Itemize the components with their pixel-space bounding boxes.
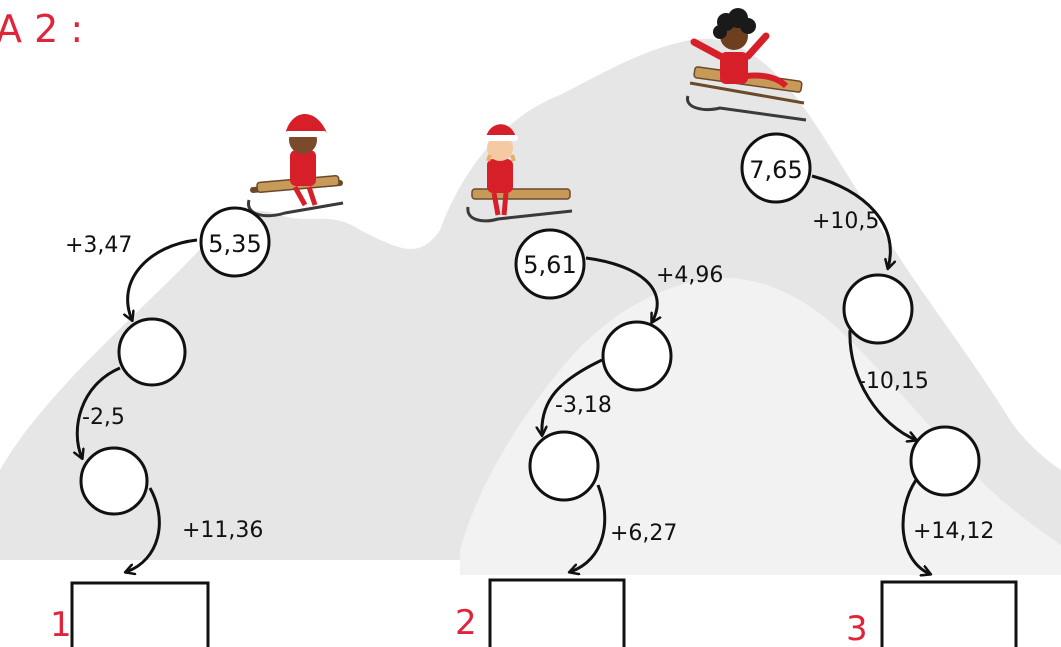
answer-circle[interactable] xyxy=(79,446,149,516)
start-circle xyxy=(199,206,271,278)
operation-label: +14,12 xyxy=(913,519,994,544)
answer-circle[interactable] xyxy=(909,425,981,497)
operation-label: -10,15 xyxy=(858,369,929,394)
start-value: 7,65 xyxy=(749,156,802,184)
answer-circle[interactable] xyxy=(528,430,600,502)
operation-label: -3,18 xyxy=(555,393,612,418)
operation-label: +6,27 xyxy=(610,521,677,546)
chain-3: 7,65 +10,5 -10,15 +14,12 3 xyxy=(686,8,1018,647)
result-number: 3 xyxy=(846,609,868,647)
answer-circle[interactable] xyxy=(842,273,914,345)
start-value: 5,35 xyxy=(208,230,261,258)
result-number: 2 xyxy=(455,603,477,643)
operation-label: +4,96 xyxy=(656,263,723,288)
start-value: 5,61 xyxy=(523,251,576,279)
start-circle xyxy=(740,132,812,204)
operation-label: +3,47 xyxy=(65,233,132,258)
result-box[interactable] xyxy=(70,581,210,647)
start-circle xyxy=(514,228,586,300)
result-box[interactable] xyxy=(880,580,1018,647)
worksheet-title: A 2 : xyxy=(0,7,83,51)
result-box[interactable] xyxy=(488,578,626,647)
result-number: 1 xyxy=(50,605,72,645)
answer-circle[interactable] xyxy=(117,317,187,387)
chain-2: 5,61 +4,96 -3,18 +6,27 2 xyxy=(455,124,723,647)
operation-label: -2,5 xyxy=(82,405,125,430)
elf-blond-icon xyxy=(466,124,573,223)
answer-circle[interactable] xyxy=(601,320,673,392)
chain-1: 5,35 +3,47 -2,5 +11,36 1 xyxy=(50,114,344,647)
operation-label: +10,5 xyxy=(812,209,879,234)
operation-label: +11,36 xyxy=(182,518,263,543)
elf-curly-hair-icon xyxy=(686,8,807,122)
elf-dark-hair-icon xyxy=(247,114,344,218)
